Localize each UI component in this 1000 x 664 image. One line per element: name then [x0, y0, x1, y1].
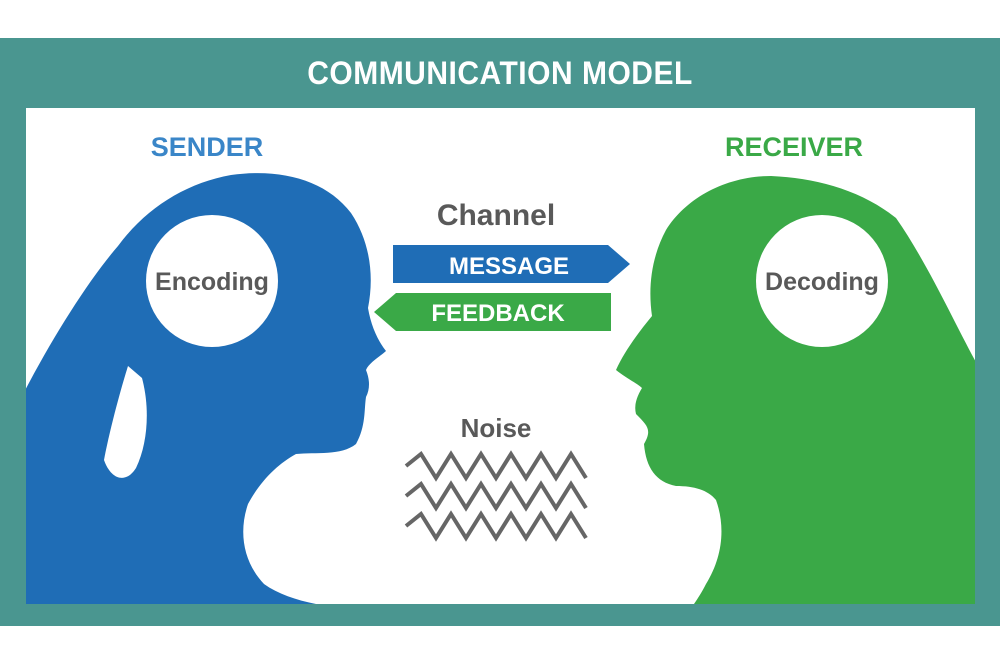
- noise-label: Noise: [461, 413, 532, 443]
- sender-label: SENDER: [151, 132, 264, 162]
- feedback-label: FEEDBACK: [431, 300, 565, 327]
- noise-zigzag-line: [404, 450, 588, 482]
- sender-neck-gap: [104, 366, 147, 478]
- message-label: MESSAGE: [449, 253, 569, 280]
- encoding-circle: [146, 215, 278, 347]
- diagram-title: COMMUNICATION MODEL: [307, 55, 693, 92]
- message-arrow: [393, 245, 630, 283]
- encoding-label: Encoding: [155, 268, 269, 296]
- decoding-label: Decoding: [765, 268, 879, 296]
- noise-zigzag-line: [404, 510, 588, 542]
- feedback-arrow: [374, 293, 611, 331]
- noise-zigzag-line: [404, 480, 588, 512]
- diagram-panel: Encoding Decoding SENDER RECEIVER Channe…: [26, 108, 975, 604]
- decoding-circle: [756, 215, 888, 347]
- communication-diagram: Encoding Decoding SENDER RECEIVER Channe…: [26, 132, 975, 604]
- channel-label: Channel: [437, 199, 555, 232]
- sender-head-silhouette: [26, 173, 386, 604]
- receiver-label: RECEIVER: [725, 132, 863, 162]
- noise-zigzag-icon: [404, 450, 588, 542]
